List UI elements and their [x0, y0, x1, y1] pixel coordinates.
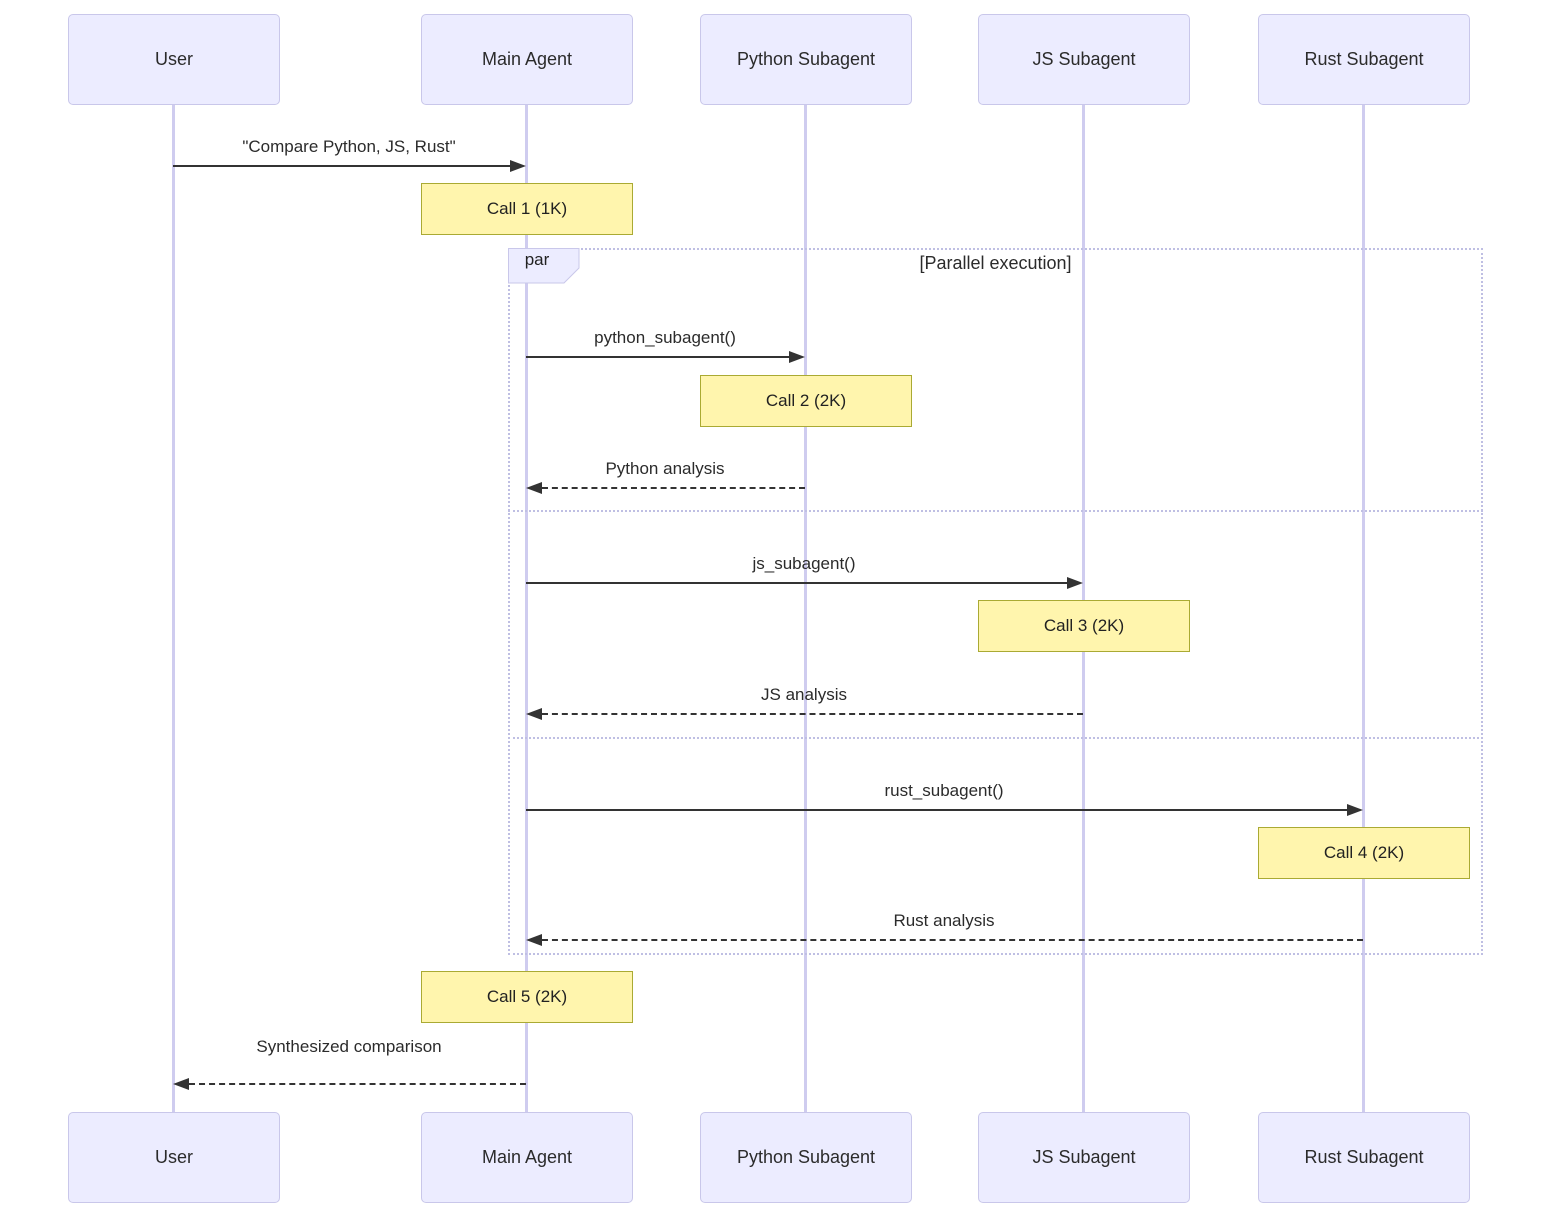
arrowhead-left-icon — [526, 482, 542, 494]
note-call-3: Call 3 (2K) — [978, 600, 1190, 652]
message-line — [526, 582, 1067, 584]
par-label-shape — [508, 248, 580, 284]
arrowhead-right-icon — [510, 160, 526, 172]
actor-bottom-user: User — [68, 1112, 280, 1203]
arrowhead-right-icon — [1347, 804, 1363, 816]
actor-bottom-rust-subagent: Rust Subagent — [1258, 1112, 1470, 1203]
message-line — [542, 487, 805, 489]
note-call-4: Call 4 (2K) — [1258, 827, 1470, 879]
lifeline-rust-subagent — [1361, 103, 1365, 1112]
par-divider — [508, 737, 1483, 739]
lifeline-python-subagent — [803, 103, 807, 1112]
par-frame — [508, 248, 1483, 955]
arrowhead-right-icon — [1067, 577, 1083, 589]
par-title: [Parallel execution] — [919, 253, 1072, 273]
actor-bottom-js-subagent: JS Subagent — [978, 1112, 1190, 1203]
message-label: Synthesized comparison — [256, 1037, 442, 1056]
actor-top-js-subagent: JS Subagent — [978, 14, 1190, 105]
note-call-1: Call 1 (1K) — [421, 183, 633, 235]
message-line — [542, 939, 1363, 941]
note-call-5: Call 5 (2K) — [421, 971, 633, 1023]
message-label: "Compare Python, JS, Rust" — [242, 137, 456, 156]
actor-top-user: User — [68, 14, 280, 105]
message-label: js_subagent() — [752, 554, 856, 573]
message-line — [526, 356, 789, 358]
lifeline-main-agent — [524, 103, 528, 1112]
message-line — [189, 1083, 526, 1085]
actor-bottom-main-agent: Main Agent — [421, 1112, 633, 1203]
message-line — [542, 713, 1083, 715]
arrowhead-left-icon — [526, 934, 542, 946]
message-line — [173, 165, 510, 167]
actor-bottom-python-subagent: Python Subagent — [700, 1112, 912, 1203]
par-divider — [508, 510, 1483, 512]
message-label: JS analysis — [761, 685, 847, 704]
message-label: Python analysis — [605, 459, 725, 478]
arrowhead-right-icon — [789, 351, 805, 363]
arrowhead-left-icon — [526, 708, 542, 720]
message-line — [526, 809, 1347, 811]
message-label: rust_subagent() — [884, 781, 1004, 800]
arrowhead-left-icon — [173, 1078, 189, 1090]
message-label: python_subagent() — [594, 328, 736, 347]
actor-top-rust-subagent: Rust Subagent — [1258, 14, 1470, 105]
lifeline-user — [171, 103, 175, 1112]
message-label: Rust analysis — [893, 911, 995, 930]
actor-top-python-subagent: Python Subagent — [700, 14, 912, 105]
actor-top-main-agent: Main Agent — [421, 14, 633, 105]
note-call-2: Call 2 (2K) — [700, 375, 912, 427]
par-label: par — [524, 250, 550, 269]
